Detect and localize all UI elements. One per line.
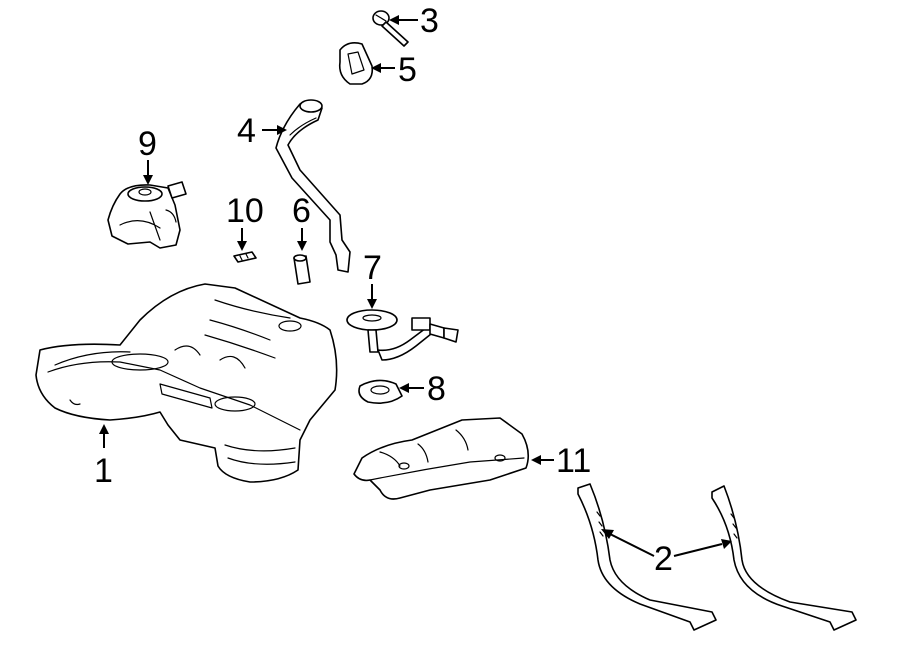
callout-1: 1 — [94, 452, 113, 490]
callout-8: 8 — [427, 370, 446, 408]
callout-10: 10 — [226, 192, 264, 230]
callout-3: 3 — [420, 2, 439, 40]
tank-strap-right — [711, 485, 857, 631]
vapor-valve — [107, 181, 187, 249]
callout-4: 4 — [237, 112, 256, 150]
callout-5: 5 — [398, 51, 417, 89]
callout-7: 7 — [363, 249, 382, 287]
heat-shield — [353, 417, 530, 500]
filler-neck — [275, 99, 351, 273]
hose-fitting — [293, 254, 311, 285]
callout-11: 11 — [556, 442, 591, 480]
callout-9: 9 — [138, 125, 157, 163]
clip — [233, 251, 257, 263]
callout-6: 6 — [292, 192, 311, 230]
filler-cap — [372, 10, 409, 47]
lock-ring — [358, 379, 403, 404]
tank-strap-left — [577, 483, 717, 631]
leader-lines — [99, 15, 732, 557]
filler-gasket — [338, 42, 374, 85]
fuel-tank — [35, 283, 338, 483]
fuel-pump-module — [346, 309, 459, 361]
callout-2: 2 — [654, 540, 673, 578]
